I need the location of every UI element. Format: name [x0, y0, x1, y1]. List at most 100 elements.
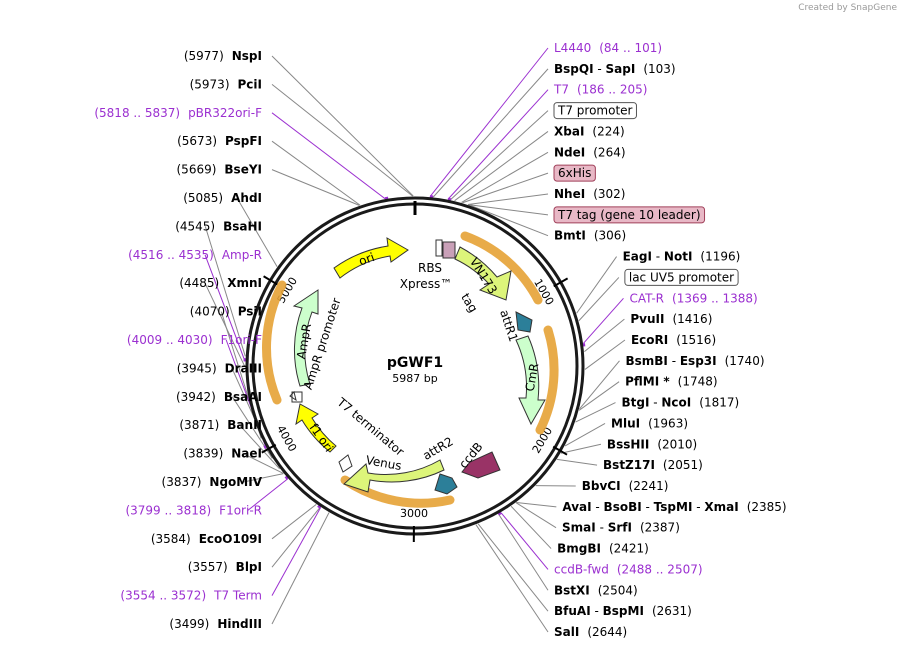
- site-label-bstz17i[interactable]: BstZ17I(2051): [603, 458, 703, 472]
- site-label-l4440[interactable]: L4440(84 .. 101): [554, 41, 662, 55]
- site-label-bmgbi[interactable]: BmgBI(2421): [557, 542, 649, 556]
- site-label-sali[interactable]: SalI(2644): [554, 625, 627, 639]
- site-label-ampr[interactable]: (4516 .. 4535)Amp-R: [128, 248, 262, 262]
- site-label-part: (186 .. 205): [577, 83, 647, 97]
- site-label-mlui[interactable]: MluI(1963): [611, 416, 688, 430]
- site-label-t7tag[interactable]: T7 tag (gene 10 leader): [553, 206, 706, 224]
- site-label-bsshii[interactable]: BssHII(2010): [607, 437, 697, 451]
- site-label-text-draiii: (3945)DraIII: [177, 361, 262, 375]
- leader-t7prom: [450, 110, 549, 201]
- site-label-pflmi[interactable]: PflMI *(1748): [625, 375, 717, 389]
- site-label-ccdbfwd[interactable]: ccdB-fwd(2488 .. 2507): [554, 562, 703, 576]
- site-label-banii[interactable]: (3871)BanII: [179, 418, 262, 432]
- site-label-t7term[interactable]: (3554 .. 3572)T7 Term: [120, 589, 262, 603]
- site-label-bseyi[interactable]: (5669)BseYI: [177, 163, 263, 177]
- site-label-part: PciI: [238, 77, 263, 91]
- site-label-t7prom[interactable]: T7 promoter: [553, 102, 637, 120]
- feature-attr1: [515, 311, 533, 333]
- site-label-bbvci[interactable]: BbvCI(2241): [582, 479, 669, 493]
- site-label-part: (2504): [598, 583, 638, 597]
- site-label-bsmbi[interactable]: BsmBI - Esp3I(1740): [625, 354, 764, 368]
- site-label-t7[interactable]: T7 (186 .. 205): [553, 83, 647, 97]
- site-label-text-ccdbfwd: ccdB-fwd(2488 .. 2507): [554, 562, 703, 576]
- site-label-part: (3499): [169, 617, 209, 631]
- site-label-btgi[interactable]: BtgI - NcoI(1817): [621, 396, 739, 410]
- site-label-bspqi[interactable]: BspQI - SapI(103): [554, 62, 676, 76]
- site-label-text-t7: T7 (186 .. 205): [553, 83, 647, 97]
- plasmid-name: pGWF1: [387, 355, 443, 371]
- site-label-hindiii[interactable]: (3499)HindIII: [169, 617, 262, 631]
- site-label-part: Esp3I: [680, 354, 717, 368]
- feature-vn173: [454, 246, 512, 301]
- site-label-text-ecoo109i: (3584)EcoO109I: [151, 532, 262, 546]
- site-label-bmti[interactable]: BmtI(306): [554, 229, 626, 243]
- site-label-ecoo109i[interactable]: (3584)EcoO109I: [151, 532, 262, 546]
- site-label-text-bmti: BmtI(306): [554, 229, 626, 243]
- site-label-eagi[interactable]: EagI - NotI(1196): [623, 250, 741, 264]
- site-label-psii[interactable]: (4070)PsiI: [190, 305, 262, 319]
- site-label-part: (302): [593, 187, 625, 201]
- site-label-text-f1orif: (4009 .. 4030)F1ori-F: [127, 333, 262, 347]
- site-label-part: SapI: [606, 62, 636, 76]
- site-label-part: T7: [553, 83, 569, 97]
- site-label-pbr322[interactable]: (5818 .. 5837)pBR322ori-F: [94, 106, 262, 120]
- site-label-text-smai: SmaI - SrfI(2387): [562, 521, 680, 535]
- site-label-text-xbai: XbaI(224): [554, 124, 625, 138]
- site-label-avai[interactable]: AvaI - BsoBI - TspMI - XmaI(2385): [562, 500, 786, 514]
- label-xpress: Xpress™: [400, 277, 452, 291]
- site-label-part: (306): [594, 229, 626, 243]
- label-attr2: attR2: [420, 434, 455, 462]
- site-label-text-bstxi: BstXI(2504): [554, 583, 638, 597]
- site-label-part: NdeI: [554, 145, 585, 159]
- site-label-part: XmaI: [704, 500, 738, 514]
- site-label-bsaai[interactable]: (3942)BsaAI: [176, 390, 262, 404]
- site-label-pvuii[interactable]: PvuII(1416): [630, 312, 712, 326]
- leader-sali: [475, 524, 549, 633]
- site-label-f1orif[interactable]: (4009 .. 4030)F1ori-F: [127, 333, 262, 347]
- leader-smai: [515, 502, 557, 529]
- site-label-ngomiv[interactable]: (3837)NgoMIV: [162, 475, 263, 489]
- site-label-text-nspi: (5977)NspI: [184, 49, 262, 63]
- site-label-his6[interactable]: 6xHis: [553, 164, 596, 182]
- site-label-pcii[interactable]: (5973)PciI: [190, 77, 262, 91]
- site-label-part: BlpI: [236, 560, 262, 574]
- site-label-blpi[interactable]: (3557)BlpI: [188, 560, 262, 574]
- leader-ngomiv: [243, 473, 284, 483]
- site-label-part: -: [591, 604, 603, 618]
- site-label-xbai[interactable]: XbaI(224): [554, 124, 625, 138]
- leader-xbai: [454, 131, 549, 202]
- site-label-f1orir[interactable]: (3799 .. 3818)F1ori-R: [125, 503, 262, 517]
- site-label-part: NheI: [554, 187, 585, 201]
- primer-mark-pbr322: [384, 196, 389, 201]
- site-label-part: BseYI: [224, 163, 262, 177]
- site-label-bfuai[interactable]: BfuAI - BspMI(2631): [554, 604, 692, 618]
- site-label-naei[interactable]: (3839)NaeI: [183, 447, 262, 461]
- site-label-ndei[interactable]: NdeI(264): [554, 145, 626, 159]
- site-label-draiii[interactable]: (3945)DraIII: [177, 361, 262, 375]
- site-label-part: BtgI: [621, 396, 649, 410]
- site-label-text-bseyi: (5669)BseYI: [177, 163, 263, 177]
- site-label-bstxi[interactable]: BstXI(2504): [554, 583, 638, 597]
- orange-arc-cmr: [535, 325, 559, 435]
- site-label-text-btgi: BtgI - NcoI(1817): [621, 396, 739, 410]
- site-label-part: BstZ17I: [603, 458, 655, 472]
- feature-cmr: [515, 335, 546, 426]
- site-label-smai[interactable]: SmaI - SrfI(2387): [562, 521, 680, 535]
- site-label-part: BsaAI: [224, 390, 262, 404]
- site-label-part: BsaHI: [223, 219, 262, 233]
- site-label-bsahi[interactable]: (4545)BsaHI: [175, 219, 262, 233]
- site-label-xmni[interactable]: (4485)XmnI: [179, 276, 262, 290]
- site-label-part: (4485): [179, 276, 219, 290]
- site-label-pspfi[interactable]: (5673)PspFI: [177, 134, 262, 148]
- site-label-catr[interactable]: CAT-R(1369 .. 1388): [629, 291, 757, 305]
- site-label-lacuv5[interactable]: lac UV5 promoter: [624, 268, 739, 286]
- site-label-part: (4009 .. 4030): [127, 333, 213, 347]
- site-label-nspi[interactable]: (5977)NspI: [184, 49, 262, 63]
- site-label-part: (84 .. 101): [599, 41, 662, 55]
- primer-mark-t7term: [317, 504, 322, 509]
- site-label-part: (2488 .. 2507): [617, 562, 703, 576]
- site-label-ecori[interactable]: EcoRI(1516): [631, 333, 716, 347]
- site-label-text-pflmi: PflMI *(1748): [625, 375, 717, 389]
- site-label-nhei[interactable]: NheI (302): [554, 187, 625, 201]
- site-label-ahdi[interactable]: (5085)AhdI: [183, 191, 262, 205]
